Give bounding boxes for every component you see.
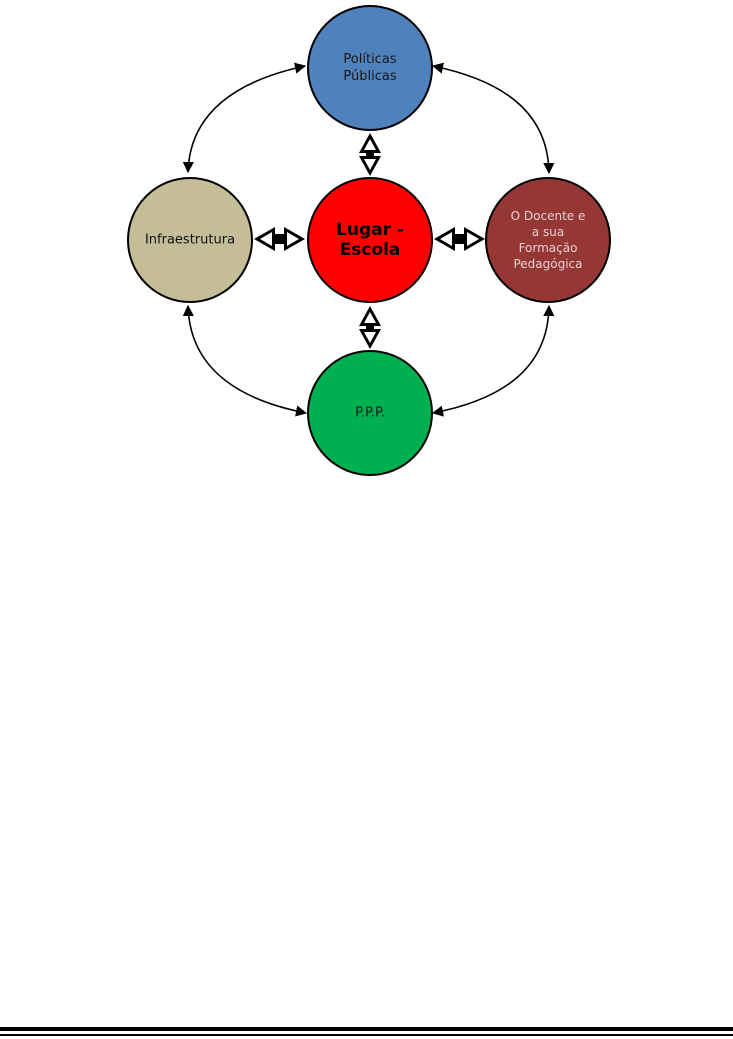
footer-rule-thick xyxy=(0,1027,733,1031)
node-right-label-line: Pedagógica xyxy=(513,257,582,271)
node-center: Lugar -Escola xyxy=(308,178,432,302)
node-bottom-label-line: P.P.P. xyxy=(355,406,385,421)
node-top-label-line: Políticas xyxy=(343,52,396,67)
arc-left-bottom xyxy=(188,306,306,413)
node-right-label-line: Formação xyxy=(519,241,578,255)
node-top-label-line: Públicas xyxy=(343,69,396,84)
arc-right-bottom xyxy=(433,306,549,413)
node-left-label-line: Infraestrutura xyxy=(145,233,235,248)
node-center-label-line: Escola xyxy=(340,240,401,260)
nodes: Lugar -Escola PolíticasPúblicasInfraestru… xyxy=(128,6,610,475)
relationship-diagram: Lugar -Escola PolíticasPúblicasInfraestru… xyxy=(0,0,733,520)
footer-rule-thin xyxy=(0,1034,733,1036)
block-arrow-center-right xyxy=(434,227,485,251)
arc-top-left xyxy=(188,66,305,172)
block-arrow-center-left xyxy=(254,227,305,251)
arc-top-right xyxy=(433,66,549,173)
block-arrow-center-bottom xyxy=(359,306,381,349)
node-right-label-line: O Docente e xyxy=(511,209,586,223)
node-right-circle xyxy=(486,178,610,302)
node-right-label-line: a sua xyxy=(532,225,564,239)
node-top-circle xyxy=(308,6,432,130)
node-left: Infraestrutura xyxy=(128,178,252,302)
node-center-label-line: Lugar - xyxy=(336,220,404,240)
block-arrow-center-top xyxy=(359,133,381,176)
node-bottom: P.P.P. xyxy=(308,351,432,475)
